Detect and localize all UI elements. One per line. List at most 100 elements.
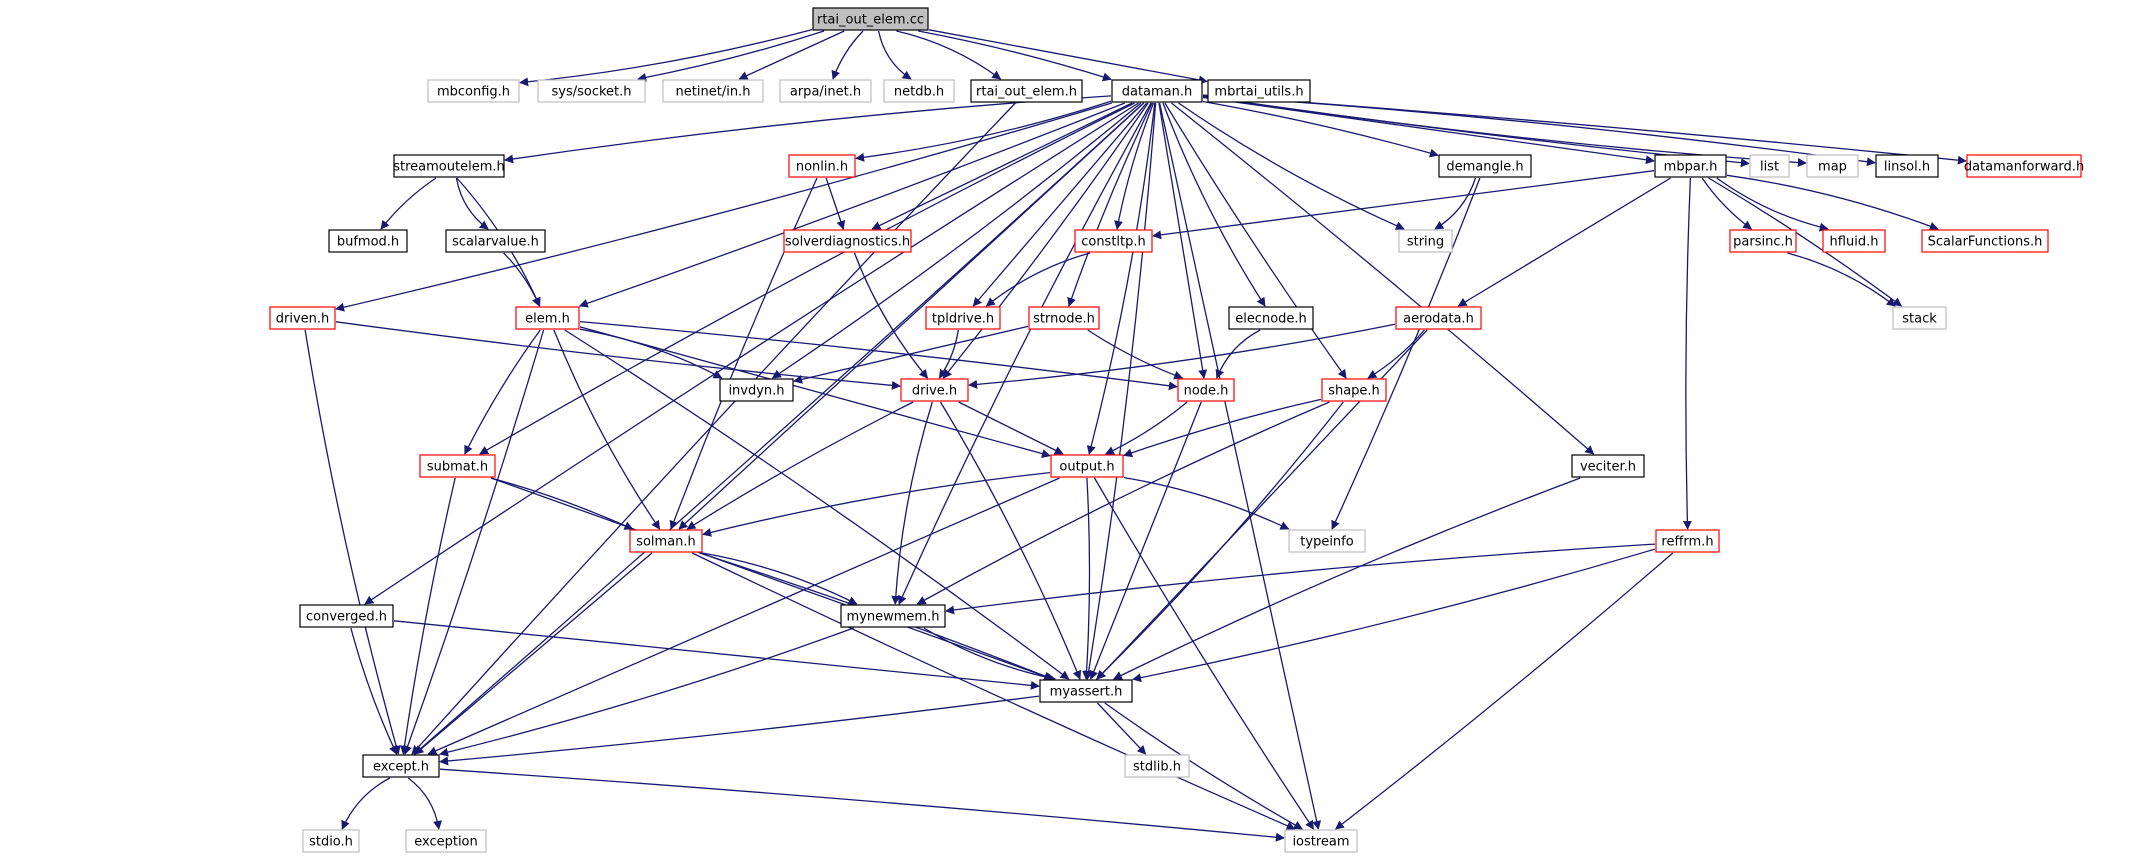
node-label-solman_h: solman.h [636, 535, 696, 550]
node-label-drive_h: drive.h [912, 384, 957, 399]
node-linsol_h[interactable]: linsol.h [1875, 154, 1939, 178]
edge-dataman_h-to-driven_h [335, 102, 1112, 312]
node-elecnode_h[interactable]: elecnode.h [1228, 306, 1314, 330]
node-iostream: iostream [1284, 829, 1358, 853]
edge-constltp_h-to-tpldrive_h [985, 252, 1091, 307]
node-scalarvalue_h[interactable]: scalarvalue.h [445, 229, 546, 253]
edge-drive_h-to-output_h [958, 401, 1064, 455]
node-label-submat_h: submat.h [427, 460, 488, 475]
node-label-node_h: node.h [1184, 384, 1229, 399]
edge-rtai_out_elem_cc-to-mbrtai_utils_h [928, 29, 1208, 85]
node-rtai_out_elem_cc[interactable]: rtai_out_elem.cc [812, 7, 929, 31]
edge-aerodata_h-to-drive_h [968, 323, 1396, 389]
node-label-bufmod_h: bufmod.h [337, 235, 399, 250]
edge-node_h-to-myassert_h [1089, 401, 1202, 680]
node-label-typeinfo: typeinfo [1300, 535, 1353, 550]
node-datamanforward_h[interactable]: datamanforward.h [1964, 154, 2084, 178]
node-box-string [1398, 229, 1453, 253]
edge-dataman_h-to-nonlin_h [855, 100, 1112, 162]
node-reffrm_h[interactable]: reffrm.h [1655, 529, 1720, 553]
edge-aerodata_h-to-myassert_h [1096, 329, 1428, 680]
node-box-iostream [1284, 829, 1358, 853]
node-converged_h[interactable]: converged.h [299, 604, 394, 628]
edge-elem_h-to-except_h [403, 329, 545, 755]
node-solverdiagnostics_h[interactable]: solverdiagnostics.h [783, 229, 912, 253]
node-box-except_h [362, 754, 440, 778]
edge-rtai_out_elem_cc-to-arpa_inet_h [831, 30, 864, 80]
node-output_h[interactable]: output.h [1050, 454, 1124, 478]
node-label-netinet_in_h: netinet/in.h [676, 85, 751, 100]
edge-myassert_h-to-stdlib_h [1096, 702, 1147, 755]
node-tpldrive_h[interactable]: tpldrive.h [925, 306, 1001, 330]
node-mbrtai_utils_h[interactable]: mbrtai_utils.h [1207, 79, 1311, 103]
node-node_h[interactable]: node.h [1177, 378, 1235, 402]
edge-dataman_h-to-elecnode_h [1162, 102, 1266, 307]
node-box-stdio_h [302, 829, 360, 853]
edge-dataman_h-to-iostream [1158, 102, 1322, 830]
node-streamoutelem_h[interactable]: streamoutelem.h [393, 154, 505, 178]
node-box-netdb_h [883, 79, 955, 103]
edge-nonlin_h-to-solverdiagnostics_h [825, 177, 846, 230]
node-bufmod_h[interactable]: bufmod.h [328, 229, 408, 253]
node-label-streamoutelem_h: streamoutelem.h [393, 160, 505, 175]
node-label-strnode_h: strnode.h [1033, 312, 1095, 327]
node-box-aerodata_h [1395, 306, 1482, 330]
node-shape_h[interactable]: shape.h [1321, 378, 1387, 402]
edge-solman_h-to-mynewmem_h [702, 552, 858, 605]
node-box-invdyn_h [719, 378, 794, 402]
node-strnode_h[interactable]: strnode.h [1028, 306, 1100, 330]
node-box-nonlin_h [788, 154, 856, 178]
node-netdb_h: netdb.h [883, 79, 955, 103]
node-except_h[interactable]: except.h [362, 754, 440, 778]
node-submat_h[interactable]: submat.h [419, 454, 496, 478]
node-mbpar_h[interactable]: mbpar.h [1654, 154, 1727, 178]
node-box-parsinc_h [1729, 229, 1797, 253]
edge-output_h-to-myassert_h [1082, 477, 1092, 680]
node-rtai_out_elem_h[interactable]: rtai_out_elem.h [970, 79, 1083, 103]
node-constltp_h[interactable]: constltp.h [1074, 229, 1153, 253]
node-elem_h[interactable]: elem.h [515, 306, 580, 330]
node-label-map: map [1818, 160, 1847, 175]
edge-dataman_h-to-output_h [1086, 102, 1156, 455]
node-netinet_in_h: netinet/in.h [662, 79, 764, 103]
node-nonlin_h[interactable]: nonlin.h [788, 154, 856, 178]
node-mynewmem_h[interactable]: mynewmem.h [840, 604, 946, 628]
node-dataman_h[interactable]: dataman.h [1111, 79, 1203, 103]
node-box-solverdiagnostics_h [783, 229, 912, 253]
node-box-output_h [1050, 454, 1124, 478]
node-label-tpldrive_h: tpldrive.h [932, 312, 994, 327]
edge-layer [304, 28, 1967, 842]
node-driven_h[interactable]: driven.h [269, 306, 336, 330]
edge-driven_h-to-except_h [304, 329, 401, 755]
edge-submat_h-to-except_h [400, 477, 456, 755]
edge-mbpar_h-to-aerodata_h [1457, 177, 1671, 307]
edge-dataman_h-to-string [1178, 102, 1405, 230]
node-box-mynewmem_h [840, 604, 946, 628]
edge-mbpar_h-to-scalarfunctions_h [1726, 174, 1939, 231]
edge-rtai_out_elem_cc-to-mbconfig_h [519, 28, 813, 87]
node-aerodata_h[interactable]: aerodata.h [1395, 306, 1482, 330]
node-box-tpldrive_h [925, 306, 1001, 330]
node-drive_h[interactable]: drive.h [900, 378, 969, 402]
edge-dataman_h-to-constltp_h [1114, 102, 1155, 230]
node-typeinfo: typeinfo [1288, 529, 1366, 553]
edge-elecnode_h-to-node_h [1215, 329, 1261, 379]
node-box-hfluid_h [1822, 229, 1886, 253]
node-myassert_h[interactable]: myassert.h [1039, 679, 1133, 703]
node-parsinc_h[interactable]: parsinc.h [1729, 229, 1797, 253]
edge-dataman_h-to-tpldrive_h [972, 102, 1148, 307]
edge-dataman_h-to-drive_h [942, 102, 1149, 379]
node-solman_h[interactable]: solman.h [629, 529, 703, 553]
node-box-solman_h [629, 529, 703, 553]
node-box-mbpar_h [1654, 154, 1727, 178]
node-box-reffrm_h [1655, 529, 1720, 553]
node-scalarfunctions_h[interactable]: ScalarFunctions.h [1921, 229, 2049, 253]
node-hfluid_h[interactable]: hfluid.h [1822, 229, 1886, 253]
node-label-sys_socket_h: sys/socket.h [551, 85, 631, 100]
node-box-sys_socket_h [537, 79, 646, 103]
node-invdyn_h[interactable]: invdyn.h [719, 378, 794, 402]
edge-solverdiagnostics_h-to-drive_h [853, 252, 929, 379]
edge-rtai_out_elem_cc-to-netdb_h [877, 30, 912, 80]
node-veciter_h[interactable]: veciter.h [1571, 454, 1645, 478]
node-demangle_h[interactable]: demangle.h [1438, 154, 1532, 178]
